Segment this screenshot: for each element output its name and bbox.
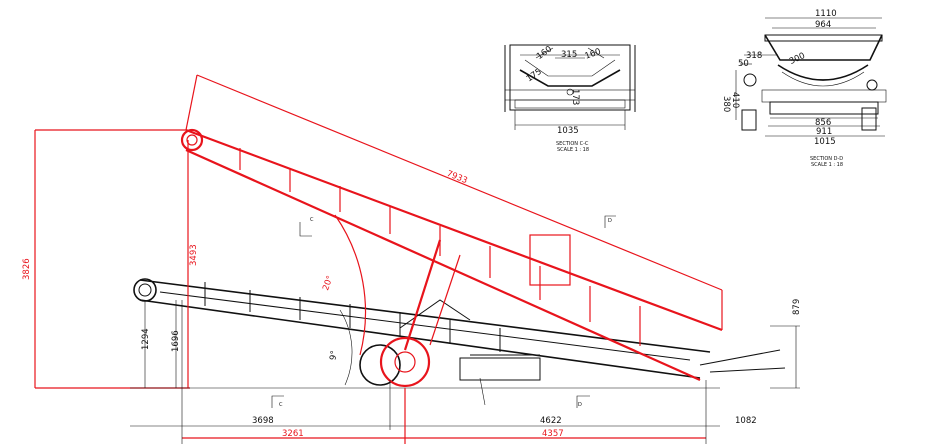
marker-c-lower: C <box>279 402 283 408</box>
dim-length-7933: 7933 <box>445 169 469 186</box>
section-dd-scale: SCALE 1 : 18 <box>811 162 843 168</box>
dim-red-3261: 3261 <box>282 429 304 439</box>
dim-red-4357: 4357 <box>542 429 564 439</box>
dim-angle-20: 20° <box>321 274 336 292</box>
dim-c-160-right: 160 <box>584 47 603 62</box>
dim-d-380: 380 <box>721 96 731 112</box>
section-cc-scale: SCALE 1 : 18 <box>557 147 589 153</box>
dim-d-300: 300 <box>788 51 807 67</box>
dim-d-911: 911 <box>816 127 832 137</box>
dim-d-1015: 1015 <box>814 137 836 147</box>
section-markers <box>271 215 616 408</box>
marker-d-lower: D <box>578 402 582 408</box>
marker-c-upper: C <box>310 217 314 223</box>
dim-height-3493: 3493 <box>189 244 199 266</box>
dim-bottom-4622: 4622 <box>540 416 562 426</box>
dim-c-160-left: 160 <box>535 44 554 62</box>
marker-d-upper: D <box>608 218 612 224</box>
section-dd-title: SECTION D-D <box>810 156 843 162</box>
dim-d-50: 50 <box>738 59 749 69</box>
dim-height-879: 879 <box>792 299 802 315</box>
dim-bottom-3698: 3698 <box>252 416 274 426</box>
dim-height-3826: 3826 <box>22 258 32 280</box>
dim-d-964: 964 <box>815 20 831 30</box>
dim-c-1035: 1035 <box>557 126 579 136</box>
dim-angle-9: 9° <box>328 350 340 361</box>
section-cc-title: SECTION C-C <box>556 141 589 147</box>
lower-conveyor-black <box>133 278 786 406</box>
dim-height-1294: 1294 <box>141 328 151 350</box>
dim-d-318: 318 <box>746 51 762 61</box>
dim-d-1110: 1110 <box>815 9 837 19</box>
section-dd-view <box>735 17 887 137</box>
dim-height-1696: 1696 <box>171 330 181 352</box>
upper-conveyor-red <box>180 74 723 388</box>
dim-d-856: 856 <box>815 118 831 128</box>
dim-bottom-1082: 1082 <box>735 416 757 426</box>
dimension-lines <box>34 129 800 444</box>
dim-c-173: 173 <box>570 89 580 105</box>
section-cc-view <box>504 44 636 130</box>
dim-c-315: 315 <box>561 50 577 60</box>
dim-d-410: 410 <box>730 92 740 108</box>
